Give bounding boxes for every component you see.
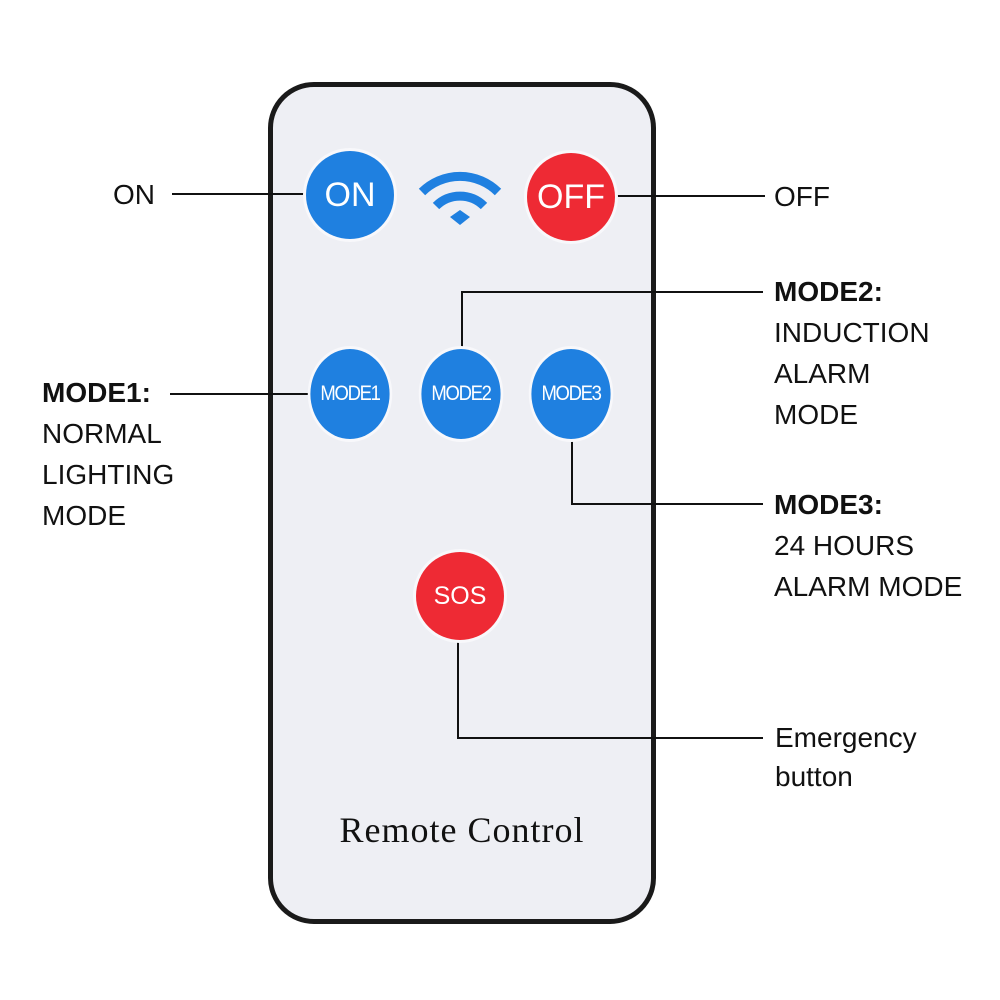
mode1-callout-line: MODE — [42, 500, 126, 531]
off-button[interactable]: OFF — [527, 153, 615, 241]
mode3-callout: MODE3: 24 HOURS ALARM MODE — [774, 484, 962, 607]
sos-leader-vertical — [457, 640, 459, 738]
mode2-leader-horizontal — [461, 291, 763, 293]
mode2-leader-vertical — [461, 291, 463, 349]
on-callout-label: ON — [113, 179, 155, 210]
wifi-signal-icon — [418, 171, 502, 225]
mode2-button-label: MODE2 — [431, 382, 491, 405]
on-button[interactable]: ON — [306, 151, 394, 239]
mode1-callout-line: LIGHTING — [42, 459, 175, 490]
remote-footer-label: Remote Control — [339, 810, 585, 850]
mode2-callout-line: INDUCTION — [774, 317, 930, 348]
mode1-callout: MODE1: NORMAL LIGHTING MODE — [42, 372, 174, 536]
sos-callout: Emergency button — [775, 718, 917, 796]
off-button-label: OFF — [537, 177, 605, 216]
off-leader-line — [615, 195, 765, 197]
mode3-callout-line: ALARM MODE — [774, 571, 963, 602]
sos-callout-line: Emergency — [775, 722, 917, 753]
sos-button-label: SOS — [433, 581, 487, 610]
mode1-callout-line: NORMAL — [42, 418, 162, 449]
mode3-button[interactable]: MODE3 — [531, 349, 611, 439]
mode2-button[interactable]: MODE2 — [421, 349, 501, 439]
mode2-callout-title: MODE2: — [774, 276, 883, 307]
mode3-callout-line: 24 HOURS — [774, 530, 915, 561]
mode3-callout-title: MODE3: — [774, 489, 883, 520]
sos-callout-line: button — [775, 761, 853, 792]
mode2-callout-line: MODE — [774, 399, 858, 430]
mode3-leader-horizontal — [571, 503, 763, 505]
on-leader-line — [172, 193, 310, 195]
sos-leader-horizontal — [457, 737, 763, 739]
on-button-label: ON — [324, 175, 376, 214]
mode3-leader-vertical — [571, 440, 573, 504]
mode1-leader-line — [170, 393, 308, 395]
mode1-button[interactable]: MODE1 — [310, 349, 390, 439]
mode1-callout-title: MODE1: — [42, 377, 151, 408]
mode1-button-label: MODE1 — [320, 382, 380, 405]
mode2-callout-line: ALARM — [774, 358, 871, 389]
mode2-callout: MODE2: INDUCTION ALARM MODE — [774, 271, 930, 435]
off-callout-label: OFF — [774, 181, 830, 212]
mode3-button-label: MODE3 — [541, 382, 601, 405]
sos-button[interactable]: SOS — [416, 552, 504, 640]
